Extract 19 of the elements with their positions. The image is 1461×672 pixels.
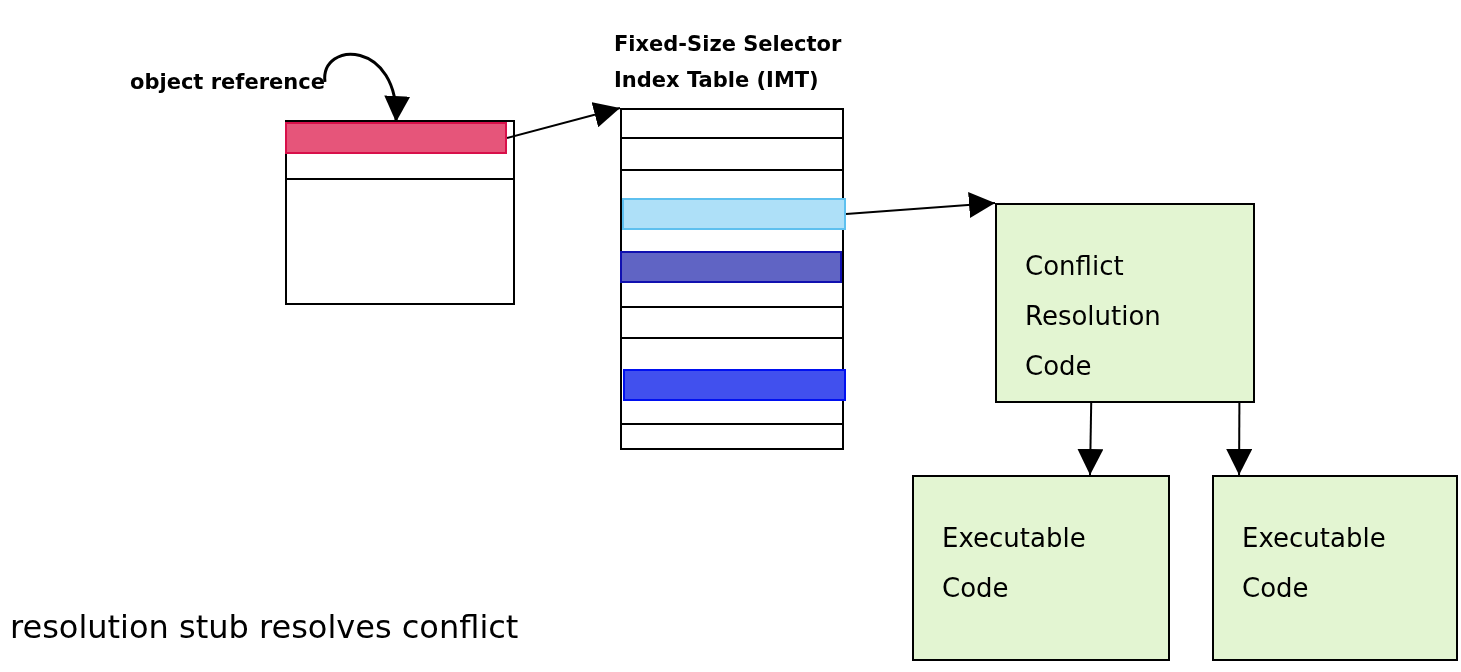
arrow [323,52,409,123]
table-row [620,251,842,283]
arrow [506,102,621,139]
table-heading: Fixed-Size Selector Index Table (IMT) [614,31,843,94]
code-box [995,203,1255,403]
arrow [1226,402,1253,476]
code-label: Executable Code [942,522,1087,605]
arrow [1077,402,1104,476]
arrow [845,191,996,218]
code-box [1212,475,1458,661]
code-label: Executable Code [1242,522,1387,605]
table-row [623,369,846,401]
note-text: resolution stub resolves conflict [10,608,519,646]
code-box [912,475,1170,661]
reference-label: object reference [130,70,325,94]
code-label: Conflict Resolution Code [1025,250,1162,383]
table-row [622,198,846,230]
object-box [285,120,515,305]
object-field [285,122,507,154]
